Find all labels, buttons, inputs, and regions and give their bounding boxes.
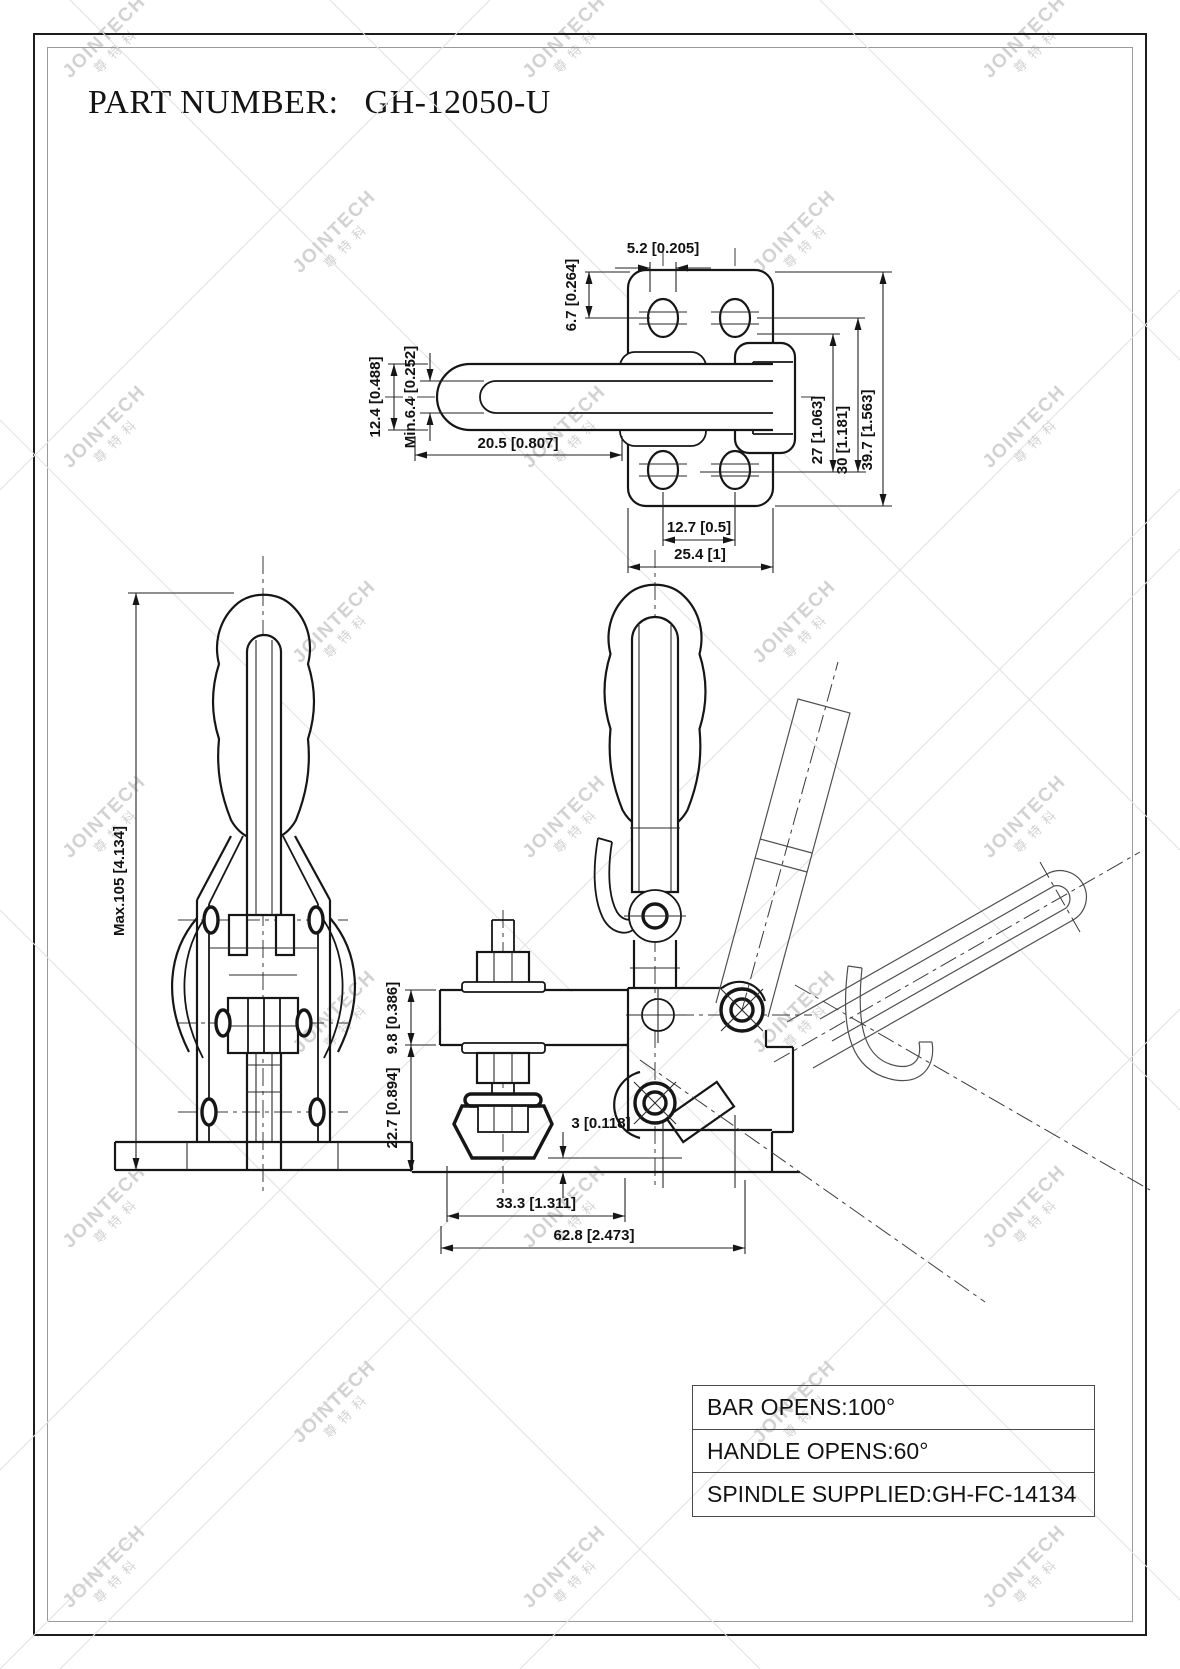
dimension-label: 12.4 [0.488]	[367, 357, 384, 438]
clamp-body	[613, 980, 795, 1188]
top-view-dimensions: 5.2 [0.205] 6.7 [0.264] 12.4 [0.488] Min…	[367, 240, 892, 573]
pivot-pins	[200, 905, 326, 1127]
dimension-label: 6.7 [0.264]	[563, 259, 580, 332]
dimension-label: 9.8 [0.386]	[384, 982, 401, 1055]
phantom-open-positions	[639, 661, 1151, 1303]
spindle	[452, 919, 554, 1160]
top-view: 5.2 [0.205] 6.7 [0.264] 12.4 [0.488] Min…	[367, 240, 892, 573]
spec-row-bar-opens: BAR OPENS:100°	[693, 1386, 1094, 1430]
page-title: PART NUMBER: GH-12050-U	[88, 84, 551, 122]
dimension-label: 27 [1.063]	[809, 396, 826, 464]
dimension-label: 5.2 [0.205]	[627, 240, 700, 257]
sheet-border-inner	[47, 47, 1133, 1622]
latch-hook	[593, 837, 635, 934]
side-view: Max.105 [4.134]	[111, 556, 414, 1192]
handle-grip-front	[603, 583, 707, 829]
front-view-dimensions: 9.8 [0.386] 22.7 [0.894] 3 [0.118] 33.3 …	[384, 982, 746, 1254]
handle-grip-side	[211, 593, 316, 839]
spec-row-spindle-supplied: SPINDLE SUPPLIED:GH-FC-14134	[707, 1481, 1077, 1507]
part-number-value: GH-12050-U	[364, 84, 551, 121]
mount-holes	[639, 297, 759, 491]
spindle-rubber-tip	[452, 1104, 554, 1160]
base-foot-side	[113, 1140, 414, 1172]
handle-bar-side	[245, 633, 283, 917]
dimension-label: 62.8 [2.473]	[554, 1227, 635, 1244]
dimension-label: 12.7 [0.5]	[667, 519, 731, 536]
dimension-label: 39.7 [1.563]	[859, 390, 876, 471]
u-bar-slot	[479, 380, 773, 414]
spec-table: BAR OPENS:100° HANDLE OPENS:60° SPINDLE …	[692, 1385, 1095, 1517]
spindle-tip-cap	[463, 1092, 543, 1108]
dimension-label: 25.4 [1]	[674, 546, 726, 563]
handle-bar-front	[630, 615, 680, 894]
front-view: 9.8 [0.386] 22.7 [0.894] 3 [0.118] 33.3 …	[384, 550, 1151, 1303]
dimension-label: Max.105 [4.134]	[111, 826, 128, 936]
sheet-border-outer	[33, 33, 1147, 1636]
spec-row-handle-opens: HANDLE OPENS:60°	[693, 1430, 1094, 1473]
dimension-label: 30 [1.181]	[834, 406, 851, 474]
dimension-label: 20.5 [0.807]	[478, 435, 559, 452]
dimension-label: 22.7 [0.894]	[384, 1068, 401, 1149]
latch-plate	[664, 1080, 736, 1144]
part-number-label: PART NUMBER:	[88, 84, 339, 121]
dimension-label: 33.3 [1.311]	[496, 1195, 576, 1212]
dimension-label: Min.6.4 [0.252]	[402, 346, 419, 449]
dimension-label: 3 [0.118]	[571, 1115, 630, 1132]
